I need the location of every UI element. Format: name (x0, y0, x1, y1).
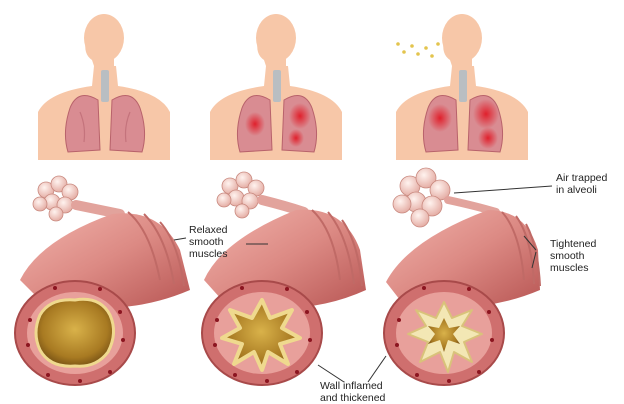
air-particles (396, 42, 440, 58)
label-relaxed-smooth-muscles: Relaxed smooth muscles (189, 224, 228, 260)
label-tightened-smooth-muscles: Tightened smooth muscles (550, 238, 596, 274)
airway-inflamed (202, 172, 366, 385)
airway-normal (15, 176, 190, 385)
label-air-trapped-in-alveoli: Air trapped in alveoli (556, 172, 607, 196)
torso-attack (396, 14, 528, 160)
torso-normal (38, 14, 170, 160)
panel-normal (15, 14, 190, 385)
leader-wall-2 (368, 356, 386, 382)
torso-inflamed (210, 14, 342, 160)
alveoli-cluster (33, 176, 78, 221)
airway-attack (384, 168, 540, 385)
panel-attack (384, 14, 540, 385)
alveoli-cluster (217, 172, 264, 218)
leader-air-trapped (454, 186, 552, 193)
panel-inflamed (202, 14, 366, 385)
label-wall-inflamed: Wall inflamed and thickened (320, 380, 385, 404)
leader-relaxed (174, 238, 186, 240)
alveoli-cluster (393, 168, 450, 227)
